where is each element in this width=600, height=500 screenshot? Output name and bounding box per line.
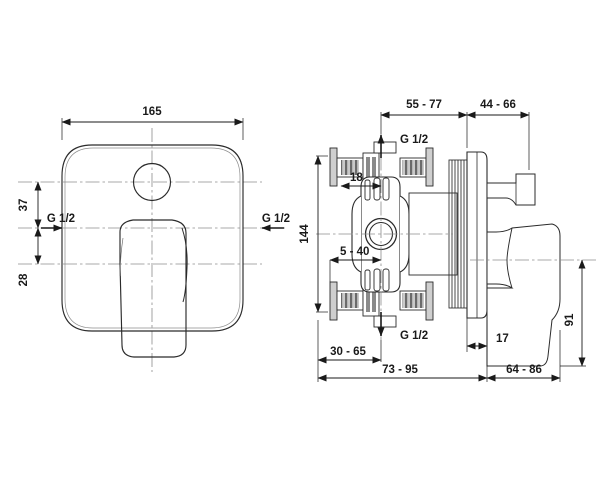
inlet-bottom-label: G 1/2 — [400, 330, 428, 342]
inlet-left-label: G 1/2 — [47, 213, 75, 225]
dimension-label-28: 28 — [18, 273, 30, 286]
lower-bonnet-cap — [373, 315, 397, 328]
dimension-width-165: 165 — [61, 106, 244, 140]
diverter-knob-side-group — [486, 173, 536, 206]
dimension-label-18: 18 — [350, 172, 363, 184]
dimension-label-30-65: 30 - 65 — [330, 346, 366, 358]
valve-port-slot-top-b — [373, 177, 381, 201]
upper-left-nipple-hatch-b — [372, 157, 376, 178]
valve-port-slot-bottom-c — [382, 268, 390, 292]
valve-port-slot-top-c — [382, 177, 390, 201]
lever-handle-side-inner-curve — [506, 227, 513, 289]
dimension-label-64-86: 64 - 86 — [506, 364, 542, 376]
lower-left-pipe-hatch — [341, 293, 359, 308]
dimension-18: 18 — [340, 172, 382, 190]
upper-right-pipe-hatch — [402, 160, 424, 175]
dimension-label-55-77: 55 - 77 — [406, 99, 442, 111]
diverter-knob-side-outline — [486, 173, 536, 206]
lower-inlet-branch — [329, 281, 434, 328]
inlet-bottom-group: G 1/2 — [377, 312, 428, 342]
dimension-label-37: 37 — [18, 199, 30, 212]
front-view-group: 165 37 28 G 1/2 G 1/2 — [18, 106, 290, 372]
lower-left-nipple-hatch-a — [366, 291, 370, 312]
dimension-label-91: 91 — [564, 313, 576, 326]
dimension-64-86: 64 - 86 — [486, 330, 561, 382]
dimension-label-144: 144 — [299, 224, 311, 244]
valve-port-slot-top-a — [364, 179, 371, 201]
inlet-left-group: G 1/2 — [41, 213, 75, 232]
dimension-label-5-40: 5 - 40 — [340, 246, 369, 258]
valve-port-slot-bottom-b — [373, 268, 381, 292]
upper-left-flange — [329, 147, 338, 187]
lever-handle-front-shade-2 — [119, 237, 124, 277]
escutcheon-side-group — [466, 151, 488, 319]
dimension-144: 144 — [299, 155, 328, 313]
inlet-right-group: G 1/2 — [261, 213, 290, 232]
inlet-top-group: G 1/2 — [377, 134, 428, 158]
valve-body-group — [351, 176, 410, 293]
escutcheon-plate-outline — [61, 144, 244, 332]
dimension-offset-28: 28 — [18, 227, 42, 286]
side-section-view-group: 55 - 77 44 - 66 G 1/2 G 1/2 144 18 — [299, 99, 596, 382]
dimension-offset-37: 37 — [18, 181, 42, 229]
dimension-91: 91 — [560, 259, 586, 367]
dimension-5-40: 5 - 40 — [329, 246, 382, 282]
lower-right-pipe-hatch — [402, 293, 424, 308]
upper-left-nipple-hatch-a — [366, 157, 370, 178]
dimension-44-66: 44 - 66 — [466, 99, 530, 170]
lever-handle-side-group — [486, 223, 561, 367]
dimension-label-44-66: 44 - 66 — [480, 99, 516, 111]
inlet-top-label: G 1/2 — [400, 134, 428, 146]
lower-left-flange — [329, 281, 338, 321]
valve-port-slot-bottom-a — [364, 269, 371, 291]
dimension-label-165: 165 — [142, 106, 162, 118]
lower-left-nipple-hatch-b — [372, 291, 376, 312]
upper-left-pipe-hatch — [341, 160, 359, 175]
upper-bonnet-cap — [373, 141, 397, 154]
lever-handle-front-outline — [119, 219, 187, 358]
dimension-17: 17 — [466, 318, 509, 352]
dimension-label-17: 17 — [496, 333, 509, 345]
lever-handle-front-shade — [181, 227, 188, 303]
inlet-right-label: G 1/2 — [262, 213, 290, 225]
dimension-30-65: 30 - 65 — [317, 320, 382, 364]
dimension-label-73-95: 73 - 95 — [382, 364, 418, 376]
diverter-button-circle — [132, 162, 172, 202]
escutcheon-plate-inner-edge — [64, 147, 241, 329]
side-view-center-lines — [316, 134, 596, 340]
upper-right-flange — [425, 147, 434, 187]
lower-right-flange — [425, 281, 434, 321]
